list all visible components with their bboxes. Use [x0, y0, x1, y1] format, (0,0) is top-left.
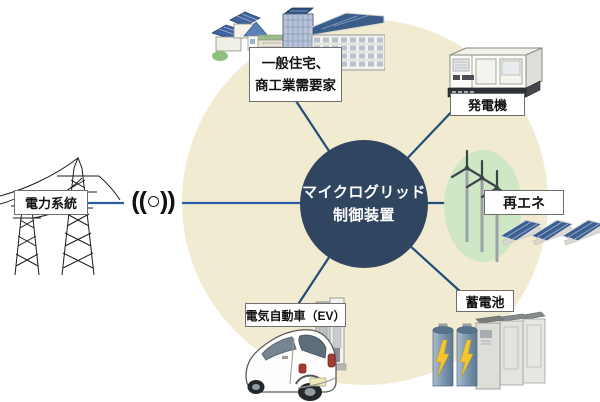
ev-label: 電気自動車（EV）: [245, 303, 346, 327]
breaker-icon: ((○)): [124, 184, 182, 218]
solar-panel-icon: [498, 219, 600, 246]
renewables-icon: [444, 149, 600, 262]
consumers-label: 一般住宅、 商工業需要家: [249, 47, 342, 102]
battery-icon: [432, 323, 478, 387]
hub-label-line1: マイクログリッド: [302, 183, 426, 201]
ev-car-icon: [245, 329, 337, 401]
breaker-glyph: ((○)): [131, 186, 175, 215]
power-grid-label: 電力系統: [14, 190, 88, 215]
hub-label-line2: 制御装置: [332, 207, 395, 224]
hub-circle: マイクログリッド 制御装置: [300, 140, 428, 268]
storage-cabinet-icon: [475, 311, 546, 390]
storage-icon: [432, 311, 546, 390]
renewables-label: 再エネ: [484, 190, 564, 215]
battery-label: 蓄電池: [456, 290, 514, 312]
generator-icon: [447, 47, 543, 98]
generator-label: 発電機: [450, 93, 525, 116]
